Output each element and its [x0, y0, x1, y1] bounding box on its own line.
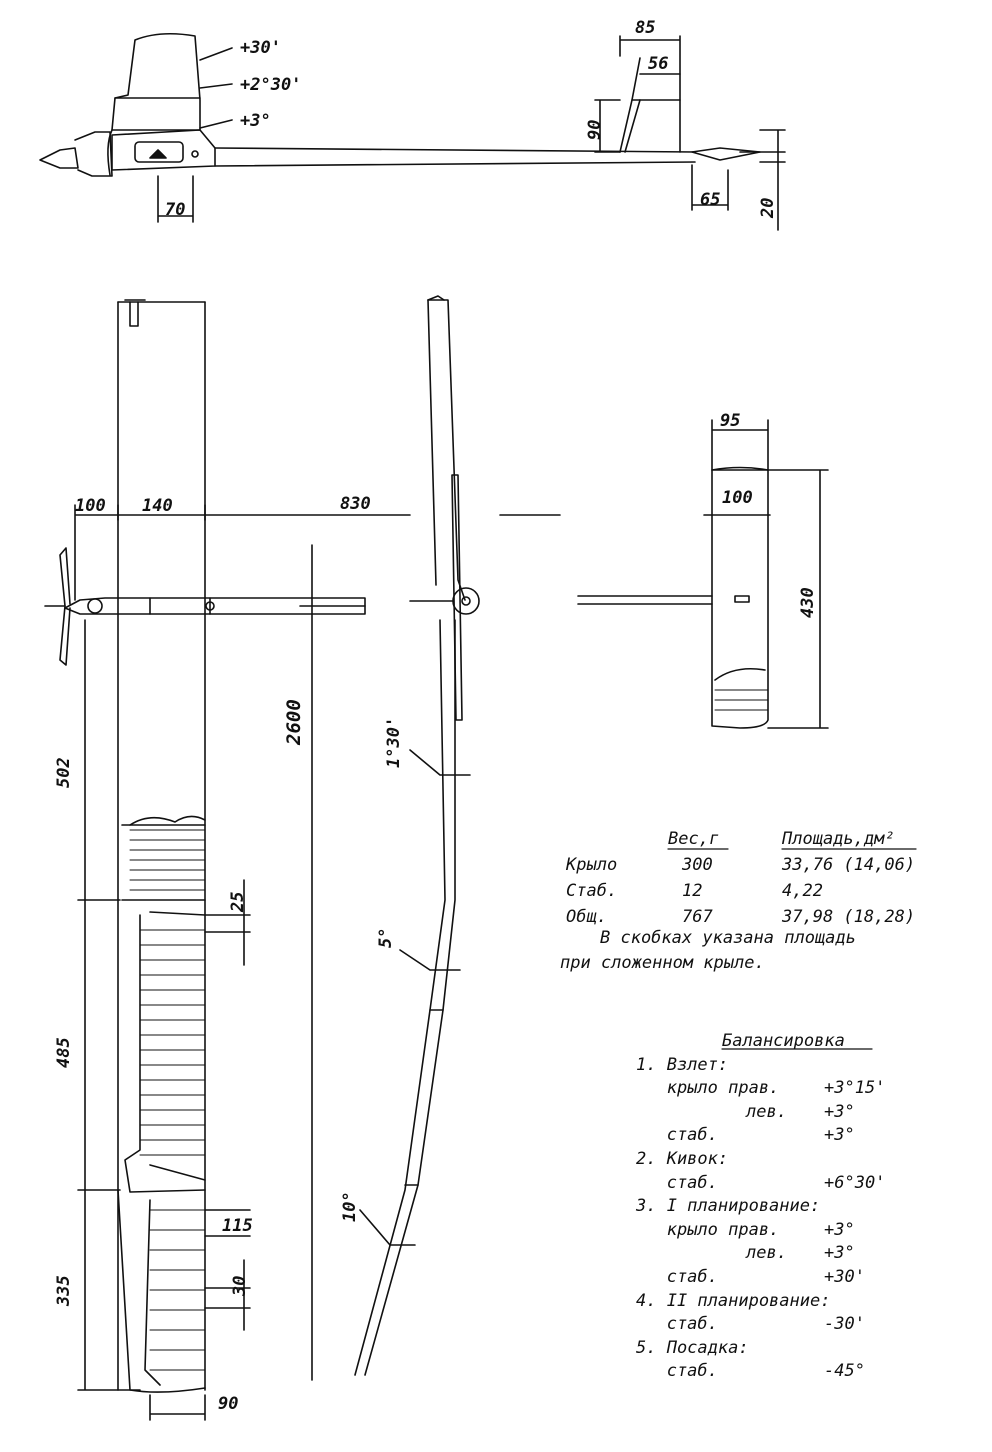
- balance-step: 1. Взлет:: [636, 1054, 729, 1075]
- front-fuselage: [452, 587, 480, 615]
- table-row-name: Общ.: [566, 907, 607, 927]
- balance-value: +30': [824, 1266, 865, 1287]
- table-note: В скобках указана площадь при сложенном …: [560, 926, 960, 976]
- table-row-area: 37,98 (18,28): [782, 907, 916, 927]
- balance-title: Балансировка: [722, 1031, 845, 1051]
- dim-stab-chord: 100: [722, 488, 753, 508]
- dim-stab-chord-top: 95: [720, 411, 741, 431]
- dim-fin-inner: 56: [648, 54, 669, 74]
- dim-tail-height: 20: [758, 197, 778, 218]
- dim-dihedral-3: 10°: [340, 1191, 360, 1222]
- dim-485: 485: [54, 1037, 74, 1068]
- table-note-line1: В скобках указана площадь: [600, 928, 856, 948]
- table-row-weight: 12: [682, 881, 703, 901]
- side-stab: [691, 147, 761, 161]
- side-wing-pylon: [111, 32, 201, 131]
- dim-nose-len: 70: [165, 200, 186, 220]
- balance-value: -30': [824, 1314, 865, 1335]
- dim-fin-width: 85: [635, 18, 656, 38]
- front-wing-upper: [427, 299, 466, 601]
- balance-step: стаб.: [636, 1172, 718, 1193]
- stab-boom: [577, 595, 713, 605]
- stab-view: [577, 419, 829, 729]
- dim-90: 90: [218, 1394, 239, 1414]
- balance-step: стаб.: [636, 1314, 718, 1335]
- balance-value: -45°: [824, 1361, 865, 1382]
- balance-sub: лев.: [746, 1243, 787, 1264]
- top-ribs-3: [149, 1209, 206, 1371]
- balance-step: 2. Кивок:: [636, 1148, 729, 1169]
- front-view: [354, 295, 561, 1376]
- dim-side-angle-top: +30': [240, 38, 281, 58]
- dim-dihedral-2: 5°: [376, 927, 396, 948]
- balance-step: 4. II планирование:: [636, 1290, 831, 1311]
- table-row-area: 4,22: [782, 881, 823, 901]
- dim-dihedral-1: 1°30': [384, 716, 404, 768]
- top-propeller: [59, 547, 71, 666]
- balance-step: крыло прав.: [636, 1078, 780, 1099]
- balance-sub: лев.: [746, 1101, 787, 1122]
- table-row-weight: 767: [682, 907, 713, 927]
- table-row-area: 33,76 (14,06): [782, 855, 916, 875]
- balance-value: +3°: [824, 1101, 855, 1122]
- table-row-name: Крыло: [566, 855, 618, 875]
- balance-value: +3°: [824, 1243, 855, 1264]
- balance-step: стаб.: [636, 1266, 718, 1287]
- balance-step: крыло прав.: [636, 1219, 780, 1240]
- dim-side-angle-mid: +2°30': [240, 75, 302, 95]
- balance-value: +3°: [824, 1125, 855, 1146]
- dim-830: 830: [340, 494, 371, 514]
- side-fin: [619, 99, 681, 153]
- dim-tail-len: 65: [700, 190, 721, 210]
- dim-25: 25: [228, 891, 248, 912]
- table-note-line2: при сложенном крыле.: [560, 953, 765, 973]
- balance-step: 5. Посадка:: [636, 1337, 749, 1358]
- dim-span: 2600: [283, 699, 305, 745]
- balance-step: стаб.: [636, 1125, 718, 1146]
- balance-value: +3°: [824, 1219, 855, 1240]
- dim-stab-span: 430: [798, 587, 818, 618]
- top-view: [44, 299, 411, 1421]
- table-row-weight: 300: [682, 855, 713, 875]
- table-row-name: Стаб.: [566, 881, 618, 901]
- side-spinner: [39, 147, 79, 169]
- balance-value: +3°15': [824, 1078, 886, 1099]
- dim-100: 100: [75, 496, 106, 516]
- balance-value: +6°30': [824, 1172, 886, 1193]
- top-ribs-2: [139, 929, 206, 1156]
- table-header-weight: Вес,г: [668, 829, 720, 849]
- dim-502: 502: [54, 757, 74, 788]
- dim-30: 30: [230, 1275, 250, 1296]
- dim-side-angle-low: +3°: [240, 111, 271, 131]
- table-header-area: Площадь,дм²: [782, 829, 895, 849]
- balance-step: стаб.: [636, 1361, 718, 1382]
- side-tail-boom: [214, 147, 696, 153]
- dim-fin-height: 90: [585, 119, 605, 140]
- side-fuselage-pod: [111, 129, 216, 171]
- balance-step: 3. I планирование:: [636, 1196, 821, 1217]
- dim-140: 140: [142, 496, 173, 516]
- side-view: [39, 32, 786, 231]
- top-ribs-1: [129, 829, 206, 891]
- front-stab: [451, 474, 463, 721]
- stab-outline: [711, 469, 769, 729]
- top-wing-tip: [117, 1189, 206, 1393]
- dim-115: 115: [222, 1216, 253, 1236]
- dim-335: 335: [54, 1275, 74, 1306]
